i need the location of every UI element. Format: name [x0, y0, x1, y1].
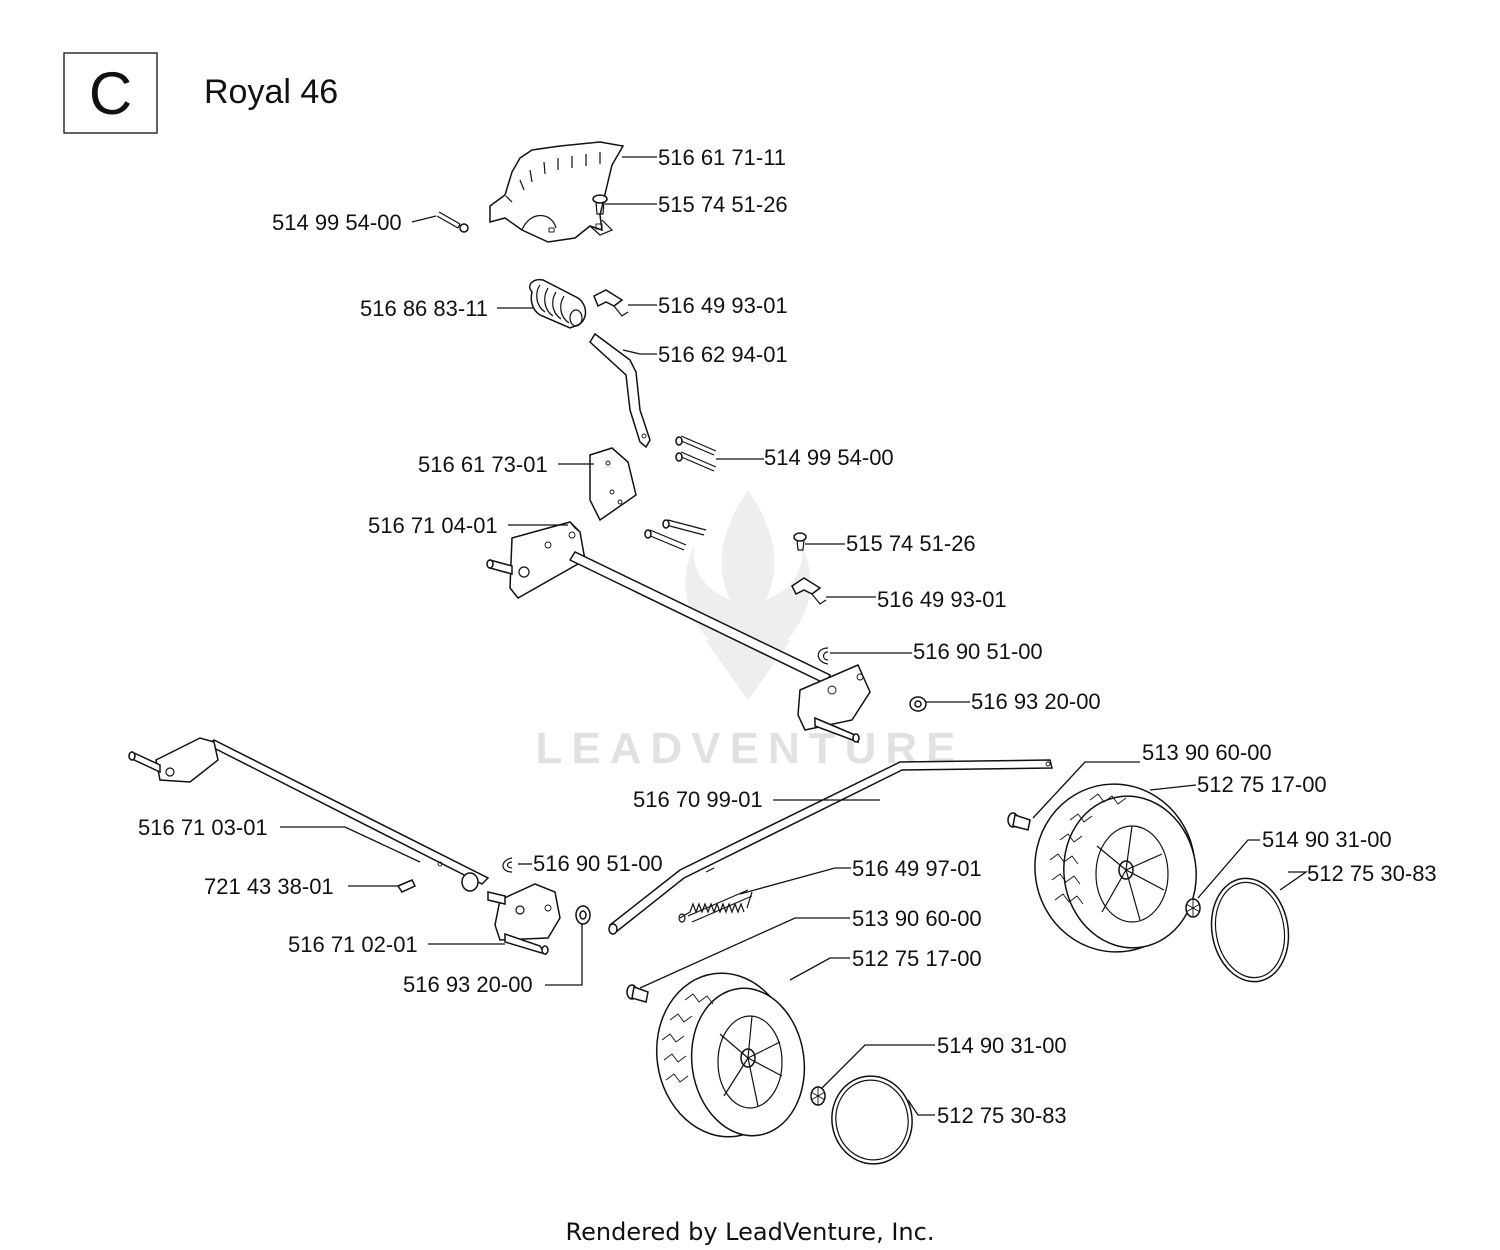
adjust-lever	[589, 332, 651, 449]
circlip-icon-2	[502, 857, 513, 873]
part-label-516-49-97-01: 516 49 97-01	[852, 856, 982, 881]
part-label-516-62-94-01: 516 62 94-01	[658, 342, 788, 367]
hubcap-ring	[1210, 877, 1290, 983]
part-label-516-71-03-01: 516 71 03-01	[138, 815, 268, 840]
part-labels: 516 61 71-11 515 74 51-26 514 99 54-00 5…	[138, 145, 1437, 1128]
watermark-brand: LEADVENTURE	[535, 724, 964, 773]
part-label-516-61-73-01: 516 61 73-01	[418, 452, 548, 477]
part-label-512-75-17-00: 512 75 17-00	[1197, 772, 1327, 797]
spring	[678, 889, 753, 923]
star-washer-icon-2	[810, 1086, 826, 1106]
part-label-512-75-17-00-b: 512 75 17-00	[852, 946, 982, 971]
wheel-front	[655, 972, 806, 1138]
rear-axle-assembly	[486, 521, 871, 744]
pin-icon-2	[396, 879, 417, 893]
part-label-516-71-04-01: 516 71 04-01	[368, 513, 498, 538]
part-label-512-75-30-83: 512 75 30-83	[1307, 861, 1437, 886]
leader-lines	[280, 156, 1309, 1116]
part-label-516-93-20-00: 516 93 20-00	[971, 689, 1101, 714]
connecting-rod	[608, 759, 1053, 935]
pins-icon-2	[644, 519, 707, 551]
clip-icon-2	[791, 577, 827, 605]
part-label-516-49-93-01-b: 516 49 93-01	[877, 587, 1007, 612]
part-label-721-43-38-01: 721 43 38-01	[204, 874, 334, 899]
wheel-bolt-icon-2	[626, 984, 649, 1003]
section-box: C	[63, 52, 158, 134]
part-label-516-90-51-00-b: 516 90 51-00	[533, 851, 663, 876]
screw-icon-2	[793, 532, 807, 551]
part-label-513-90-60-00: 513 90 60-00	[1142, 740, 1272, 765]
handle-grip	[529, 278, 587, 329]
screw-icon	[592, 194, 608, 215]
hubcap-ring-2	[831, 1075, 913, 1165]
front-axle-assembly	[128, 737, 561, 956]
section-letter: C	[89, 60, 132, 127]
part-label-516-71-02-01: 516 71 02-01	[288, 932, 418, 957]
part-label-514-90-31-00: 514 90 31-00	[1262, 827, 1392, 852]
part-label-512-75-30-83-b: 512 75 30-83	[937, 1103, 1067, 1128]
star-washer-icon	[1185, 898, 1201, 918]
washer-icon	[909, 696, 927, 712]
watermark-flame-icon	[685, 490, 811, 700]
lever-plate	[589, 447, 637, 522]
model-title: Royal 46	[204, 73, 338, 111]
wheel-bolt-icon	[1007, 812, 1031, 831]
pin-icon	[436, 211, 469, 233]
part-label-516-90-51-00: 516 90 51-00	[913, 639, 1043, 664]
part-label-516-86-83-11: 516 86 83-11	[360, 296, 488, 321]
part-label-514-99-54-00: 514 99 54-00	[272, 210, 402, 235]
part-label-516-61-71-11: 516 61 71-11	[658, 145, 786, 170]
footer-credit: Rendered by LeadVenture, Inc.	[566, 1218, 935, 1246]
pins-icon	[675, 435, 717, 472]
part-label-514-90-31-00-b: 514 90 31-00	[937, 1033, 1067, 1058]
circlip-icon	[817, 647, 829, 665]
part-label-513-90-60-00-b: 513 90 60-00	[852, 906, 982, 931]
wheel-rear	[1034, 783, 1197, 953]
part-label-516-70-99-01: 516 70 99-01	[633, 787, 763, 812]
part-label-515-74-51-26: 515 74 51-26	[658, 192, 788, 217]
part-label-515-74-51-26-b: 515 74 51-26	[846, 531, 976, 556]
part-label-516-93-20-00-b: 516 93 20-00	[403, 972, 533, 997]
part-label-516-49-93-01: 516 49 93-01	[658, 293, 788, 318]
part-label-514-99-54-00-b: 514 99 54-00	[764, 445, 894, 470]
washer-icon-2	[575, 905, 591, 925]
height-adjust-bracket	[489, 141, 625, 243]
clip-icon	[593, 289, 629, 317]
